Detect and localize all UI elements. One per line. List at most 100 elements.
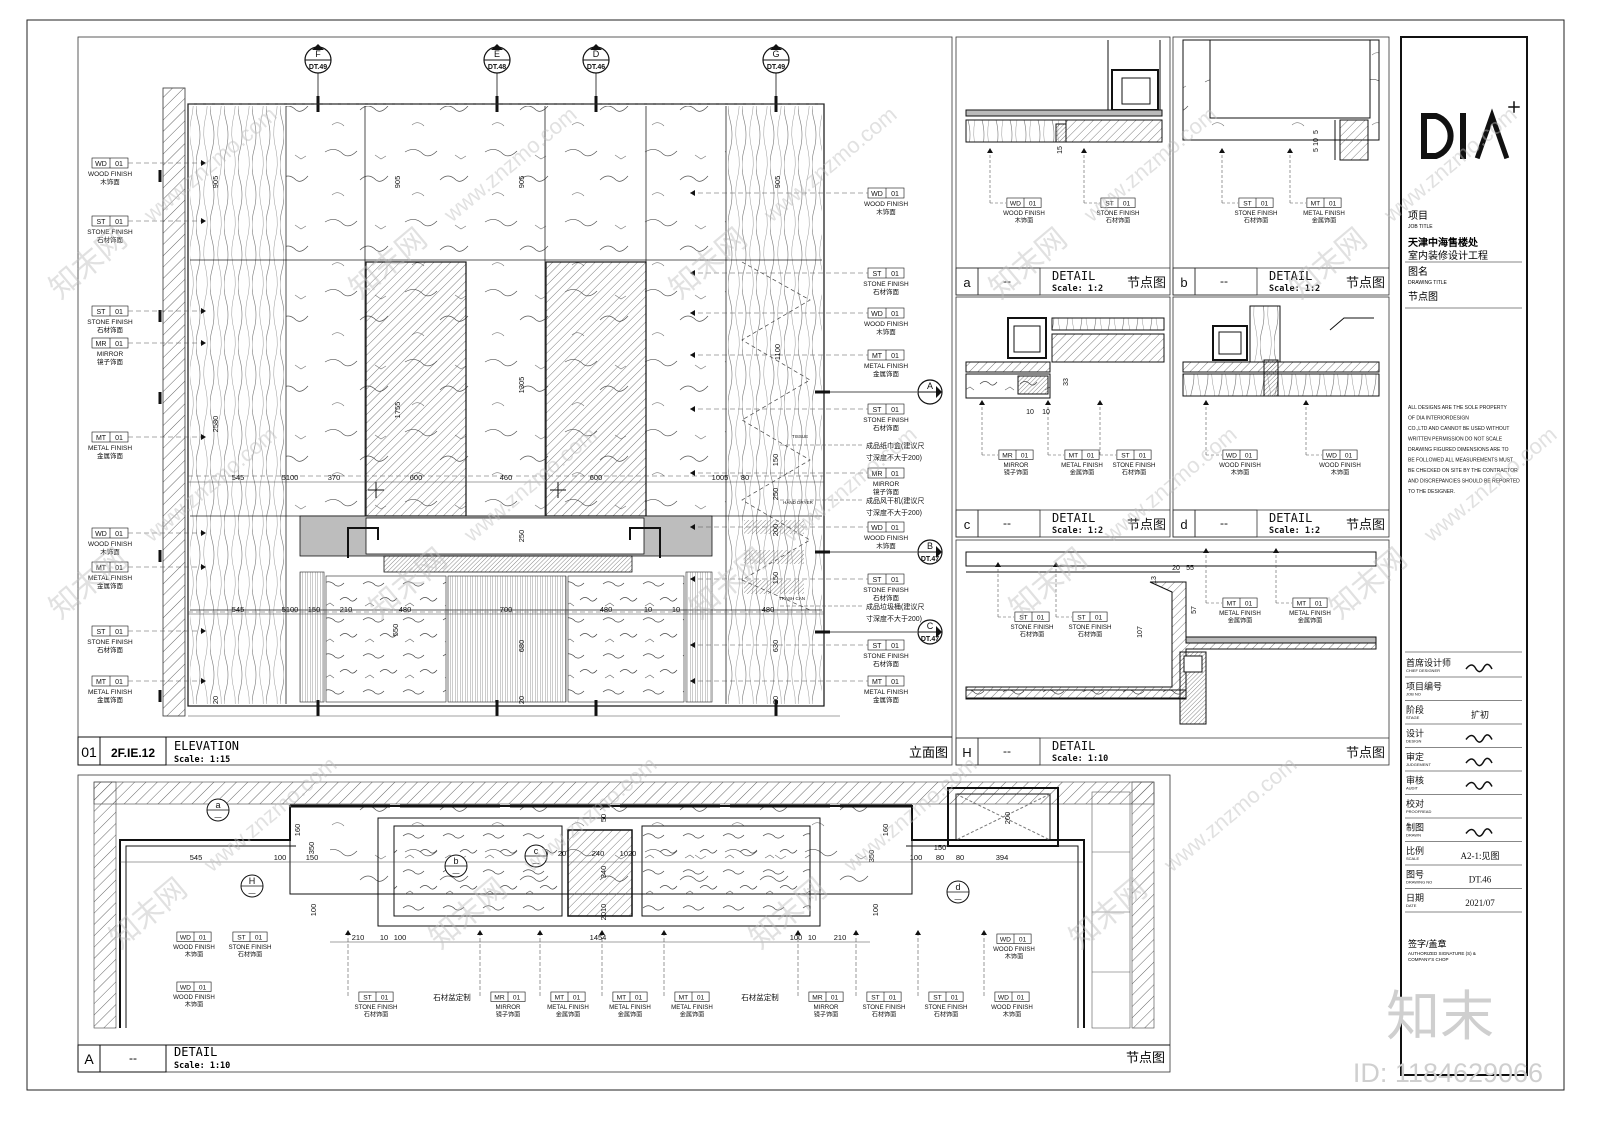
leader-arrow bbox=[201, 564, 206, 570]
tag-code: MT bbox=[872, 679, 883, 686]
tag-en: STONE FINISH bbox=[87, 229, 133, 236]
elev-dim-26: 10 bbox=[644, 605, 652, 614]
tag-code: WD bbox=[871, 191, 883, 198]
elev-dim-34: 20 bbox=[771, 696, 780, 704]
tag-num: 01 bbox=[199, 985, 207, 992]
tag-en: METAL FINISH bbox=[864, 689, 908, 696]
tag-en: WOOD FINISH bbox=[991, 1004, 1033, 1011]
tag-cn: 木饰面 bbox=[1331, 469, 1349, 477]
tag-code: MT bbox=[1069, 453, 1079, 460]
tag-cn: 木饰面 bbox=[1005, 953, 1023, 961]
side-letter: C bbox=[927, 621, 934, 631]
tag-code: ST bbox=[1105, 201, 1114, 208]
tag-code: ST bbox=[97, 629, 107, 636]
tb-row-cn: 日期 bbox=[1406, 893, 1424, 903]
detail-label: DETAIL bbox=[1052, 739, 1095, 753]
tag-en: METAL FINISH bbox=[547, 1004, 589, 1011]
elev-small-label-2: TRASH CAN bbox=[779, 596, 805, 601]
disclaimer-line-1: OF DIA INTERIORDESIGN bbox=[1408, 416, 1469, 422]
tag-cn: 木饰面 bbox=[185, 1001, 203, 1009]
plan-dim-15: 10 bbox=[380, 933, 388, 942]
signature-mark bbox=[1465, 828, 1493, 837]
callout-dash: — bbox=[453, 870, 460, 877]
tag-en: WOOD FINISH bbox=[88, 541, 132, 548]
plan-dim-1: 350 bbox=[307, 842, 316, 855]
tag-cn: 金属饰面 bbox=[873, 369, 900, 378]
tag-cn: 石材饰面 bbox=[873, 423, 900, 432]
tag-num: 01 bbox=[951, 995, 959, 1002]
tag-en: STONE FINISH bbox=[863, 587, 909, 594]
detail-H-dim-0: 20 bbox=[1172, 565, 1180, 572]
tag-num: 01 bbox=[891, 353, 899, 360]
signature-mark bbox=[1465, 663, 1493, 673]
tb-row-en: JOB NO bbox=[1406, 692, 1421, 697]
tag-code: WD bbox=[871, 311, 883, 318]
side-ref: DT.47 bbox=[921, 556, 939, 563]
tag-en: WOOD FINISH bbox=[864, 201, 908, 208]
tb-row-cn: 制图 bbox=[1406, 822, 1424, 833]
tag-code: MT bbox=[1297, 601, 1307, 608]
leader-arrow bbox=[201, 340, 206, 346]
disclaimer-line-2: CO.,LTD AND CANNOT BE USED WITHOUT bbox=[1408, 426, 1510, 432]
tag-num: 01 bbox=[1029, 201, 1037, 208]
tag-code: WD bbox=[1226, 453, 1237, 460]
tag-en: MIRROR bbox=[496, 1004, 522, 1011]
section-ref: DT.46 bbox=[587, 64, 605, 71]
tag-code: MT bbox=[1227, 601, 1237, 608]
tag-code: ST bbox=[873, 643, 883, 650]
tag-code: MR bbox=[96, 341, 107, 348]
elev-dim-35: 250 bbox=[517, 530, 526, 543]
tag-code: WD bbox=[1000, 937, 1011, 944]
tb-row-cn: 首席设计师 bbox=[1406, 657, 1451, 668]
tag-code: MR bbox=[872, 471, 883, 478]
watermark-url: www.znzmo.com bbox=[1378, 101, 1521, 227]
tag-code: ST bbox=[97, 219, 107, 226]
tag-cn: 石材饰面 bbox=[364, 1011, 389, 1019]
plan-dim-26: 200 bbox=[1003, 812, 1012, 825]
tag-num: 01 bbox=[891, 271, 899, 278]
section-ref: DT.49 bbox=[309, 64, 327, 71]
tag-code: WD bbox=[998, 995, 1009, 1002]
plan-callout-d: d— bbox=[946, 880, 970, 904]
tag-en: METAL FINISH bbox=[671, 1004, 713, 1011]
dia-logo bbox=[1421, 101, 1520, 160]
detail-label: DETAIL bbox=[1269, 269, 1312, 283]
elev-dim-32: 20 bbox=[211, 696, 220, 704]
callout-dash: — bbox=[533, 860, 540, 867]
section-marker-D: DDT.46 bbox=[582, 44, 610, 96]
tag-cn: 石材饰面 bbox=[238, 951, 263, 959]
tag-cn: 木饰面 bbox=[1003, 1011, 1021, 1019]
tag-code: ST bbox=[1019, 615, 1028, 622]
tb-row-en: DESIGN bbox=[1406, 739, 1421, 744]
tag-cn: 镜子饰面 bbox=[97, 357, 124, 366]
leader-arrow bbox=[690, 406, 695, 412]
plan-scale: Scale: 1:10 bbox=[174, 1061, 230, 1071]
tag-en: WOOD FINISH bbox=[864, 321, 908, 328]
plan-callouts: a—b—c—H—d— bbox=[206, 798, 970, 904]
elevation-notes: 成品纸巾盒(建议尺寸深度不大于200)成品风干机(建议尺寸深度不大于200)成品… bbox=[779, 434, 924, 623]
tb-row-en: CHIEF DESIGNER bbox=[1406, 668, 1440, 673]
leader-arrow bbox=[690, 470, 695, 476]
tag-num: 01 bbox=[1017, 995, 1025, 1002]
tag-en: METAL FINISH bbox=[609, 1004, 651, 1011]
tag-num: 01 bbox=[115, 341, 123, 348]
tag-code: ST bbox=[97, 309, 107, 316]
tb-row-cn: 审核 bbox=[1406, 775, 1424, 786]
